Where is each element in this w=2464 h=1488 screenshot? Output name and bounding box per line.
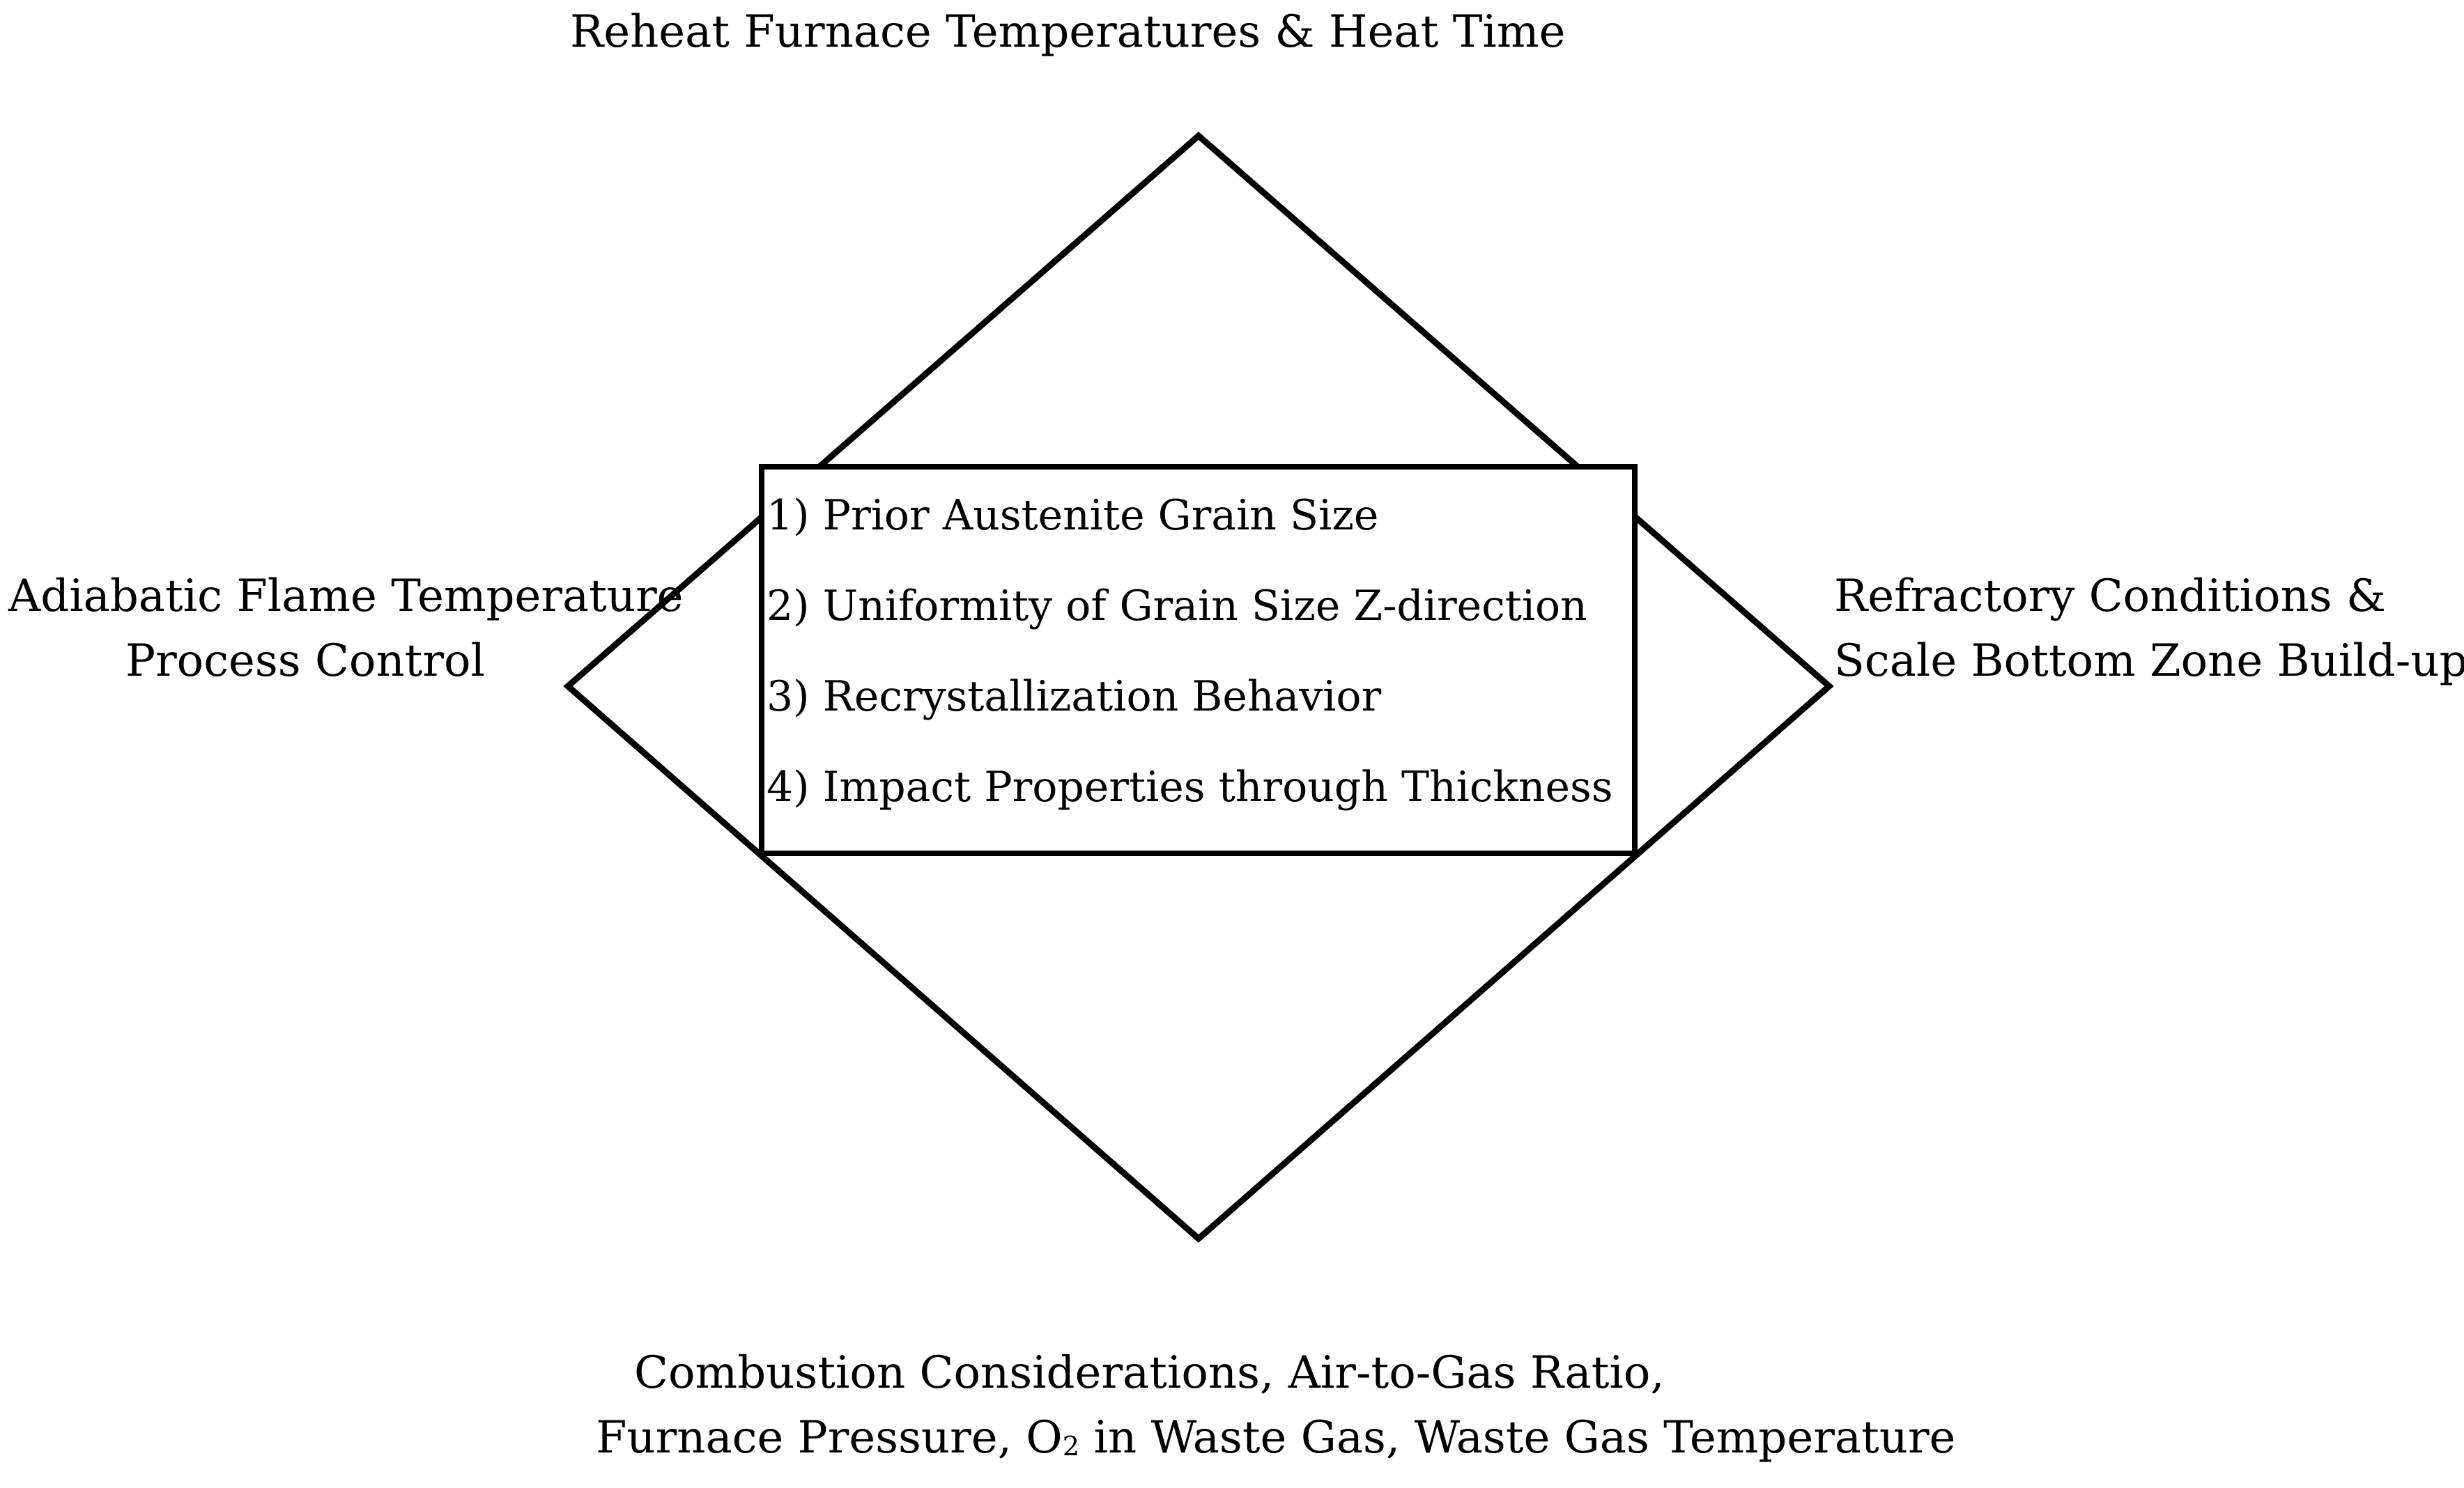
center-box [759,464,1638,856]
right-label-line2: Scale Bottom Zone Build-up [1834,635,2464,687]
bottom-label-line1: Combustion Considerations, Air-to-Gas Ra… [634,1347,1665,1399]
right-label-line1: Refractory Conditions & [1834,571,2386,622]
top-label: Reheat Furnace Temperatures & Heat Time [570,6,1566,58]
left-label: Adiabatic Flame Temperature Process Cont… [8,564,684,694]
bottom-label-line2: Furnace Pressure, O2 in Waste Gas, Waste… [596,1406,1955,1471]
center-item: 4) Impact Properties through Thickness [767,763,1613,812]
o2-subscript: 2 [1062,1430,1080,1462]
left-label-line1: Adiabatic Flame Temperature [8,571,684,622]
center-item: 1) Prior Austenite Grain Size [767,491,1379,540]
center-list: 1) Prior Austenite Grain Size 2) Uniform… [767,495,1617,857]
bottom-label-line2-before: Furnace Pressure, O [596,1411,1063,1464]
center-item: 3) Recrystallization Behavior [767,672,1382,721]
left-label-line2: Process Control [125,635,485,687]
center-item: 2) Uniformity of Grain Size Z-direction [767,582,1587,630]
bottom-label: Combustion Considerations, Air-to-Gas Ra… [596,1341,1955,1471]
right-label: Refractory Conditions & Scale Bottom Zon… [1834,564,2464,694]
bottom-label-line2-after: in Waste Gas, Waste Gas Temperature [1079,1411,1956,1464]
